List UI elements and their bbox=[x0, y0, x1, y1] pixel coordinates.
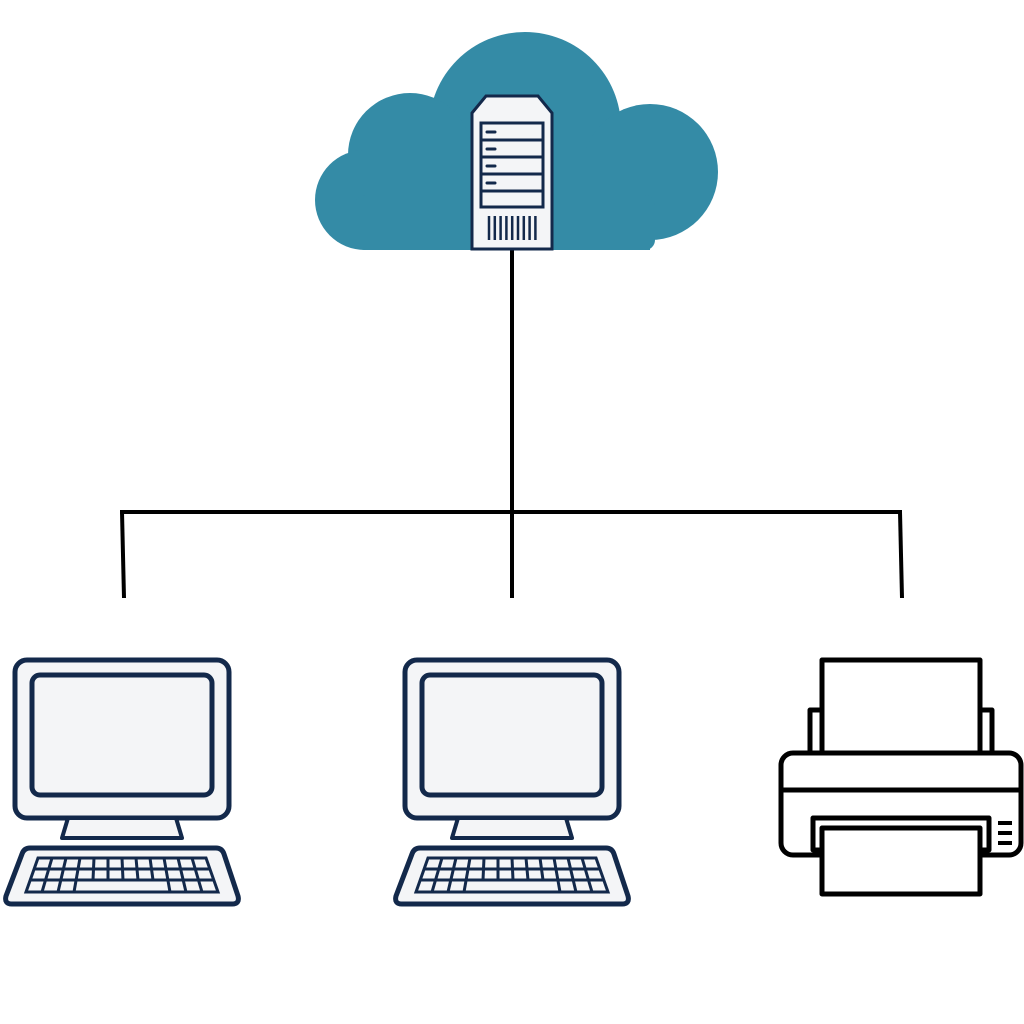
server-vent-icon bbox=[487, 216, 537, 240]
monitor-screen bbox=[29, 672, 215, 798]
monitor-base bbox=[450, 816, 574, 840]
cloud-server-icon bbox=[315, 32, 718, 251]
monitor-screen bbox=[419, 672, 605, 798]
server-tower-icon bbox=[470, 94, 554, 251]
drop-line-printer bbox=[898, 511, 904, 599]
monitor-base bbox=[60, 816, 184, 840]
connection-lines bbox=[120, 248, 904, 599]
drop-line-computer-1 bbox=[120, 511, 126, 599]
desktop-computer-icon bbox=[3, 657, 241, 907]
keyboard-keys bbox=[23, 856, 221, 894]
desktop-computer-icon bbox=[393, 657, 631, 907]
keyboard-keys bbox=[413, 856, 611, 894]
printer-icon bbox=[778, 657, 1024, 897]
